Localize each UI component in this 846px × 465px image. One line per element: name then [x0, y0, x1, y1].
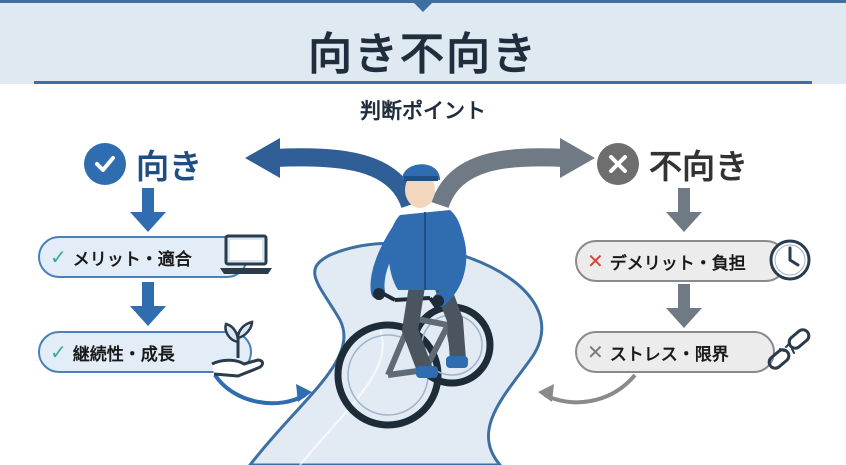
road-edge — [299, 329, 384, 465]
merit-pill: ✓ メリット・適合 — [38, 236, 248, 278]
down-arrow-icon-2 — [130, 282, 166, 326]
arrow-right-bottom — [544, 373, 637, 405]
arrow-right-bottom-head — [538, 384, 554, 402]
arrow-right-top — [431, 148, 566, 209]
banner-notch — [411, 0, 435, 12]
broken-chain-icon — [767, 328, 811, 370]
laptop-icon — [220, 234, 272, 274]
check-icon: ✓ — [50, 245, 67, 269]
cyclist-illustration — [334, 164, 494, 429]
subtitle: 判断ポイント — [360, 99, 486, 123]
banner-underline — [34, 81, 812, 84]
growth-label: 継続性・成長 — [72, 344, 175, 365]
down-arrow-icon-3 — [666, 188, 702, 232]
suitable-label: 向き — [136, 147, 202, 186]
stress-pill: ✕ ストレス・限界 — [575, 331, 775, 373]
check-circle-icon — [84, 143, 126, 185]
suitable-heading: 向き — [84, 140, 202, 188]
cross-circle-icon — [597, 143, 639, 185]
sprout-hand-icon — [211, 320, 264, 378]
demerit-pill: ✕ デメリット・負担 — [575, 240, 787, 282]
unsuitable-heading: 不向き — [597, 140, 748, 188]
demerit-label: デメリット・負担 — [609, 253, 746, 274]
merit-label: メリット・適合 — [72, 249, 192, 270]
title-banner: 向き不向き — [0, 0, 846, 84]
arrow-right-head — [560, 138, 595, 178]
page-title: 向き不向き — [308, 29, 538, 80]
down-arrow-icon — [130, 188, 166, 232]
arrow-left-bottom-head — [296, 384, 312, 402]
unsuitable-label: 不向き — [649, 147, 748, 186]
clock-icon — [769, 239, 811, 281]
down-arrow-icon-4 — [666, 284, 702, 328]
stress-label: ストレス・限界 — [609, 344, 729, 365]
cross-icon-2: ✕ — [587, 340, 604, 364]
check-icon-2: ✓ — [50, 340, 67, 364]
arrow-left-bottom — [213, 373, 307, 406]
arrow-left-head — [245, 138, 280, 178]
cross-icon: ✕ — [587, 249, 604, 273]
arrow-left-top — [274, 148, 419, 209]
